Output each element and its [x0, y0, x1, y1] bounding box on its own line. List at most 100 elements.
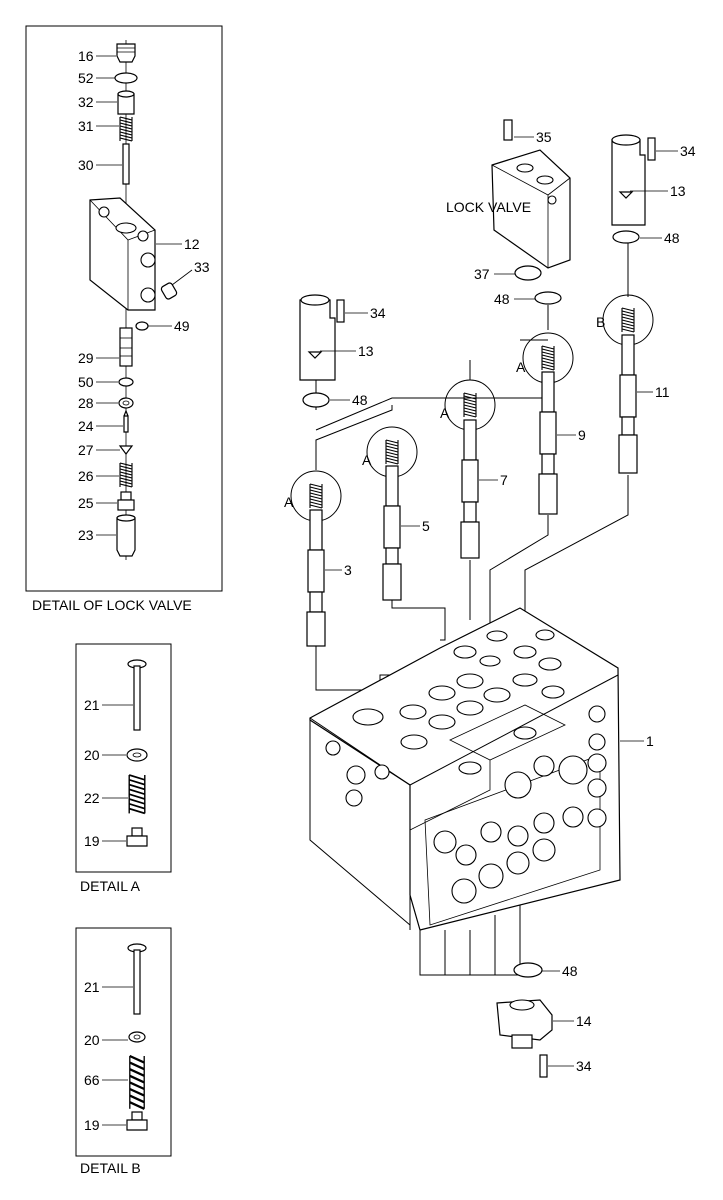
- detail-a-frame: [75, 643, 172, 873]
- caption-detail-b: DETAIL B: [80, 1160, 141, 1176]
- label-A-3: A: [284, 494, 294, 510]
- part-16: [116, 43, 136, 63]
- detail-a-part-19: [126, 827, 148, 847]
- part-14: [496, 999, 553, 1049]
- label-34-bottom: 34: [576, 1058, 592, 1074]
- part-34-bottom: [539, 1054, 548, 1078]
- part-48-bottom: [513, 962, 543, 978]
- label-48-bottom: 48: [562, 963, 578, 979]
- caption-detail-of-lock-valve: DETAIL OF LOCK VALVE: [32, 597, 192, 613]
- part-30: [122, 143, 130, 185]
- label-29: 29: [78, 350, 94, 366]
- label-35: 35: [536, 129, 552, 145]
- label-37: 37: [474, 266, 490, 282]
- label-48-left: 48: [352, 392, 368, 408]
- label-16: 16: [78, 48, 94, 64]
- detail-b-label-66: 66: [84, 1072, 100, 1088]
- label-49: 49: [174, 318, 190, 334]
- part-13-left: [299, 294, 345, 381]
- detail-a-label-22: 22: [84, 790, 100, 806]
- label-34-top: 34: [680, 143, 696, 159]
- part-3-spool: [290, 470, 342, 647]
- label-33: 33: [194, 259, 210, 275]
- label-13-left: 13: [358, 343, 374, 359]
- label-5: 5: [422, 518, 430, 534]
- label-12: 12: [184, 236, 200, 252]
- lock-valve-assembly: [491, 119, 571, 269]
- part-5-spool: [366, 426, 418, 601]
- part-11-spool: [602, 294, 654, 474]
- label-1: 1: [646, 733, 654, 749]
- label-31: 31: [78, 118, 94, 134]
- part-37: [514, 265, 542, 281]
- lock-valve-part-labels: 16 52 32 31 30 12 33 49 29 50 28 24 27: [78, 48, 210, 543]
- label-50: 50: [78, 374, 94, 390]
- label-30: 30: [78, 157, 94, 173]
- caption-detail-a: DETAIL A: [80, 878, 141, 894]
- part-34-left: [336, 299, 345, 323]
- label-32: 32: [78, 94, 94, 110]
- part-48-left: [302, 392, 330, 408]
- label-3: 3: [344, 562, 352, 578]
- part-34-top: [647, 137, 656, 161]
- part-9-spool: [522, 332, 574, 515]
- label-A-9: A: [516, 359, 526, 375]
- label-9: 9: [578, 427, 586, 443]
- label-26: 26: [78, 468, 94, 484]
- label-13-top: 13: [670, 183, 686, 199]
- detail-a: 21 20 22 19: [75, 643, 172, 873]
- part-48-top: [612, 230, 640, 244]
- detail-b-part-66: [128, 1054, 146, 1111]
- part-48-mid: [534, 291, 562, 305]
- detail-b-part-20: [128, 1031, 146, 1043]
- part-29: [119, 327, 133, 367]
- label-A-5: A: [362, 452, 372, 468]
- block-side-ports: [325, 705, 607, 904]
- detail-b-label-19: 19: [84, 1117, 100, 1133]
- part-50: [118, 377, 134, 387]
- label-25: 25: [78, 495, 94, 511]
- label-23: 23: [78, 527, 94, 543]
- part-13-top: [611, 134, 656, 226]
- part-25: [117, 491, 135, 511]
- part-33: [160, 282, 178, 300]
- detail-a-label-19: 19: [84, 833, 100, 849]
- part-12: [89, 197, 156, 311]
- label-A-7: A: [440, 405, 450, 421]
- label-34-left: 34: [370, 305, 386, 321]
- detail-b-part-19: [126, 1111, 148, 1131]
- label-28: 28: [78, 395, 94, 411]
- block-top-ports: [352, 629, 565, 775]
- lock-valve-detail: 16 52 32 31 30 12 33 49 29 50 28 24 27: [25, 25, 223, 592]
- label-14: 14: [576, 1013, 592, 1029]
- label-52: 52: [78, 70, 94, 86]
- part-35: [503, 119, 513, 141]
- detail-a-label-21: 21: [84, 697, 100, 713]
- part-27: [118, 445, 134, 455]
- main-assembly: LOCK VALVE 35 34 13 48 37 48 B 11 A 9 A …: [284, 119, 696, 1078]
- detail-b: 21 20 66 19: [75, 927, 172, 1157]
- label-48-top: 48: [664, 230, 680, 246]
- part-28: [118, 397, 134, 409]
- detail-a-part-20: [126, 748, 148, 762]
- label-B: B: [596, 314, 605, 330]
- detail-b-part-21: [127, 943, 147, 1015]
- lock-valve-detail-frame: [25, 25, 223, 592]
- part-52: [114, 72, 138, 84]
- detail-a-part-22: [128, 774, 146, 815]
- detail-a-part-21: [127, 659, 147, 731]
- label-7: 7: [500, 472, 508, 488]
- label-lock-valve: LOCK VALVE: [446, 199, 531, 215]
- label-24: 24: [78, 418, 94, 434]
- main-part-labels: LOCK VALVE 35 34 13 48 37 48 B 11 A 9 A …: [284, 129, 696, 1074]
- part-23: [116, 514, 136, 557]
- label-11: 11: [655, 384, 670, 400]
- detail-b-frame: [75, 927, 172, 1157]
- label-27: 27: [78, 442, 94, 458]
- detail-b-label-20: 20: [84, 1032, 100, 1048]
- part-49: [135, 321, 149, 331]
- part-1-valve-block: [309, 607, 621, 931]
- part-7-spool: [444, 379, 496, 559]
